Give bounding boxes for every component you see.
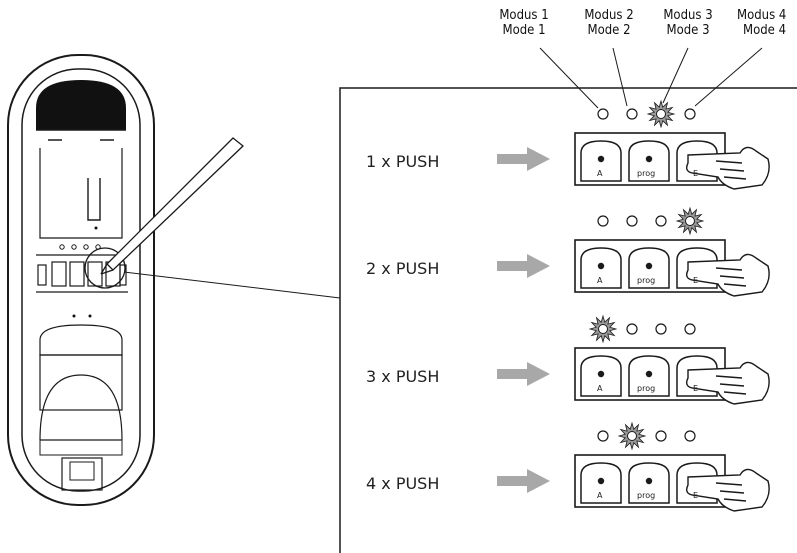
mode-2-label: Modus 2 Mode 2 bbox=[573, 8, 645, 38]
pointing-hand-icon bbox=[685, 253, 770, 297]
led-off-icon bbox=[655, 430, 667, 442]
mode-2-line2: Mode 2 bbox=[587, 23, 631, 38]
mode-1-label: Modus 1 Mode 1 bbox=[488, 8, 560, 38]
led-off-icon bbox=[626, 323, 638, 335]
led-off-icon bbox=[597, 108, 609, 120]
device-dome bbox=[39, 374, 123, 441]
step-2-label: 2 x PUSH bbox=[366, 259, 440, 278]
led-off-icon bbox=[626, 215, 638, 227]
key-label: prog bbox=[637, 169, 656, 178]
led-off-icon bbox=[684, 430, 696, 442]
step-1 bbox=[497, 99, 770, 190]
key-label: E bbox=[693, 491, 699, 500]
device-lens bbox=[39, 324, 123, 356]
step-3 bbox=[497, 314, 770, 405]
step-4 bbox=[497, 421, 770, 512]
led-off-icon bbox=[597, 430, 609, 442]
step-4-label: 4 x PUSH bbox=[366, 474, 440, 493]
mode-3-line1: Modus 3 bbox=[663, 8, 713, 23]
step-1-label: 1 x PUSH bbox=[366, 152, 440, 171]
led-off-icon bbox=[626, 108, 638, 120]
step-3-label: 3 x PUSH bbox=[366, 367, 440, 386]
device-top-cap bbox=[36, 80, 126, 130]
mode-1-line2: Mode 1 bbox=[502, 23, 546, 38]
key-label: prog bbox=[637, 491, 656, 500]
key-label: A bbox=[597, 384, 603, 393]
device-bottom-connector bbox=[61, 457, 103, 491]
mode-4-label: Modus 4 Mode 4 bbox=[737, 8, 797, 38]
key-label: E bbox=[693, 169, 699, 178]
callout-line bbox=[123, 271, 341, 299]
key-label: prog bbox=[637, 276, 656, 285]
pointing-hand-icon bbox=[685, 361, 770, 405]
step-2 bbox=[497, 206, 770, 297]
push-arrow-icon bbox=[497, 469, 550, 493]
key-label: A bbox=[597, 276, 603, 285]
push-arrow-icon bbox=[497, 147, 550, 171]
key-label: E bbox=[693, 384, 699, 393]
key-label: prog bbox=[637, 384, 656, 393]
led-off-icon bbox=[597, 215, 609, 227]
device-leds bbox=[59, 244, 101, 250]
push-arrow-icon bbox=[497, 362, 550, 386]
mode-3-label: Modus 3 Mode 3 bbox=[652, 8, 724, 38]
mode-pointer-lines bbox=[539, 47, 763, 109]
mode-2-line1: Modus 2 bbox=[584, 8, 634, 23]
led-off-icon bbox=[684, 323, 696, 335]
device-illustration bbox=[7, 54, 155, 506]
key-label: E bbox=[693, 276, 699, 285]
pointing-hand-icon bbox=[685, 468, 770, 512]
mode-4-line2: Mode 4 bbox=[743, 23, 787, 38]
stylus-icon bbox=[100, 137, 244, 275]
led-off-icon bbox=[684, 108, 696, 120]
detail-panel bbox=[339, 87, 797, 553]
device-clip bbox=[87, 178, 101, 221]
pointing-hand-icon bbox=[685, 146, 770, 190]
mode-4-line1: Modus 4 bbox=[737, 8, 787, 23]
device-inner-shell bbox=[21, 68, 141, 492]
zoom-circle bbox=[84, 247, 126, 289]
led-off-icon bbox=[655, 323, 667, 335]
mode-1-line1: Modus 1 bbox=[499, 8, 549, 23]
mode-3-line2: Mode 3 bbox=[666, 23, 710, 38]
key-label: A bbox=[597, 491, 603, 500]
key-label: A bbox=[597, 169, 603, 178]
push-arrow-icon bbox=[497, 254, 550, 278]
led-off-icon bbox=[655, 215, 667, 227]
device-outer-shell bbox=[7, 54, 155, 506]
